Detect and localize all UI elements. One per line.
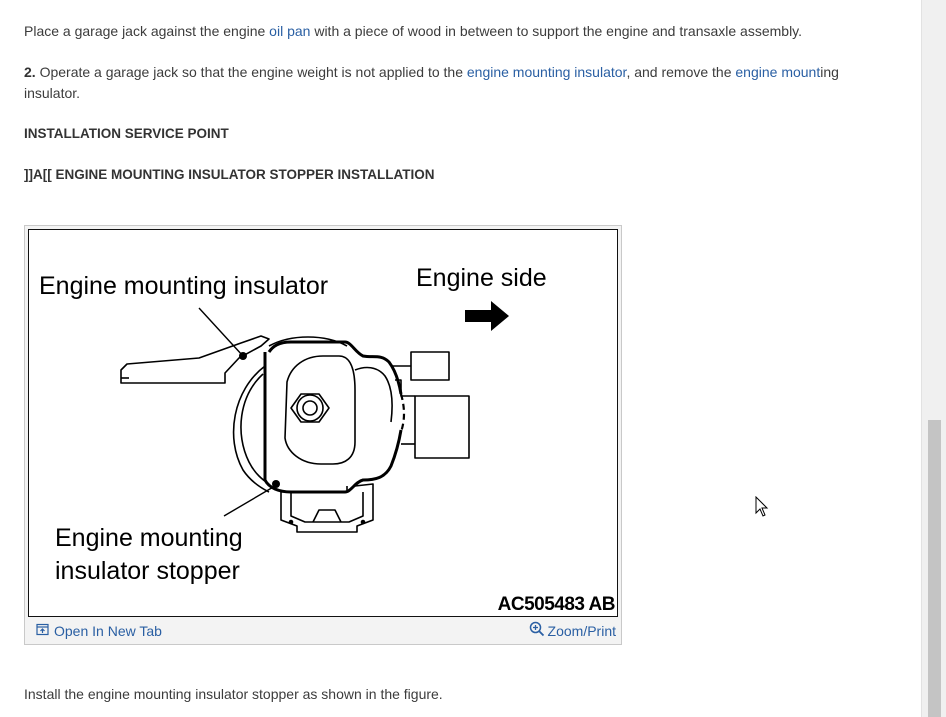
link-engine-mounting-insulator[interactable]: engine mounting insulator <box>466 64 627 80</box>
zoom-in-icon <box>529 621 545 640</box>
label-stopper-line2: insulator stopper <box>55 557 240 585</box>
step-number: 2. <box>24 64 36 80</box>
step-paragraph-2: 2. Operate a garage jack so that the eng… <box>24 62 884 104</box>
zoom-print-button[interactable]: Zoom/Print <box>529 621 616 640</box>
scrollbar-thumb[interactable] <box>928 420 941 717</box>
new-tab-icon <box>36 623 49 639</box>
step-paragraph-1: Place a garage jack against the engine o… <box>24 21 884 42</box>
text: Operate a garage jack so that the engine… <box>35 64 467 80</box>
zoom-print-label: Zoom/Print <box>547 622 616 639</box>
section-heading: INSTALLATION SERVICE POINT <box>24 126 229 141</box>
figure-image[interactable]: Engine mounting insulator Engine side En… <box>28 229 618 617</box>
subsection-heading: ]]A[[ ENGINE MOUNTING INSULATOR STOPPER … <box>24 167 435 182</box>
label-engine-mounting-insulator: Engine mounting insulator <box>39 272 329 300</box>
open-new-tab-button[interactable]: Open In New Tab <box>36 623 162 639</box>
step-paragraph-3: Install the engine mounting insulator st… <box>24 686 443 702</box>
text: with a piece of wood in between to suppo… <box>310 23 803 39</box>
text: Place a garage jack against the engine <box>24 23 270 39</box>
text: , and remove the <box>626 64 736 80</box>
label-stopper-line1: Engine mounting <box>55 524 243 552</box>
figure-container: Engine mounting insulator Engine side En… <box>24 225 622 645</box>
figure-code: AC505483 AB <box>497 594 616 615</box>
figure-toolbar: Open In New Tab Zoom/Print <box>28 618 618 642</box>
engine-mount-diagram <box>120 301 509 533</box>
text: ing insulator. <box>24 64 839 101</box>
link-engine-mount[interactable]: engine mount <box>735 64 821 80</box>
link-oil-pan[interactable]: oil pan <box>269 23 311 39</box>
vertical-scrollbar[interactable] <box>921 0 946 717</box>
label-engine-side: Engine side <box>416 264 547 292</box>
mouse-cursor-icon <box>755 495 769 521</box>
open-new-tab-label: Open In New Tab <box>54 623 162 639</box>
